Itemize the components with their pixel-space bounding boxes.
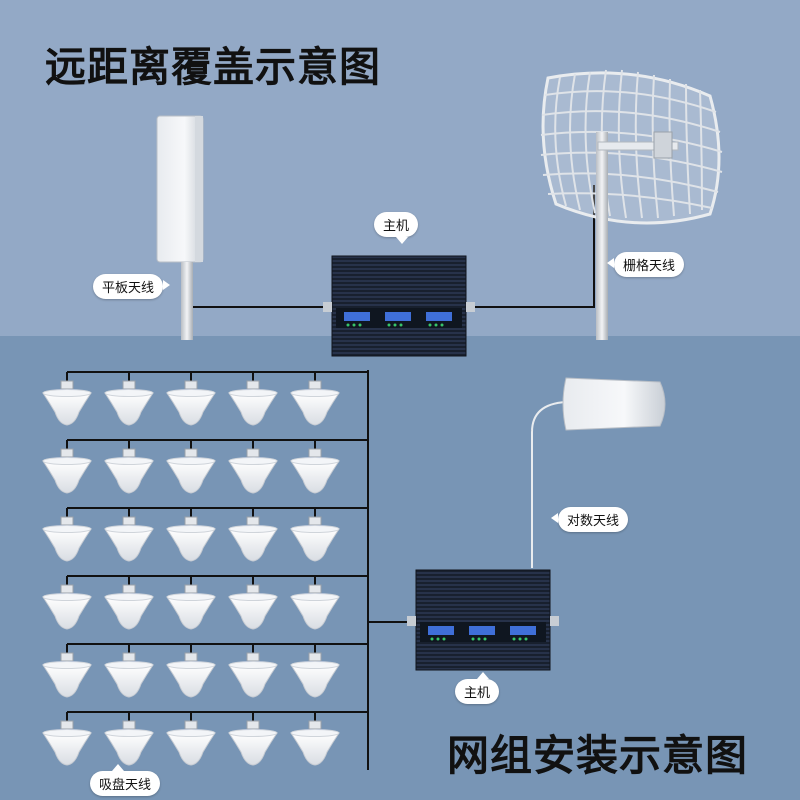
lpda-graphic bbox=[562, 377, 666, 431]
ceiling-antenna bbox=[42, 712, 92, 766]
ceiling-antenna bbox=[228, 372, 278, 426]
ceiling-antenna bbox=[228, 712, 278, 766]
ceiling-antenna bbox=[228, 508, 278, 562]
ceiling-antenna bbox=[290, 508, 340, 562]
title-long-distance-coverage: 远距离覆盖示意图 bbox=[45, 43, 381, 91]
title-network-installation: 网组安装示意图 bbox=[447, 731, 749, 780]
cable-panel-to-host bbox=[186, 262, 334, 308]
host-unit-bottom-graphic bbox=[407, 569, 559, 671]
ceiling-antenna bbox=[228, 644, 278, 698]
label-host-top: 主机 bbox=[374, 212, 419, 244]
ceiling-antenna-array bbox=[42, 371, 368, 766]
ceiling-antenna bbox=[166, 644, 216, 698]
ceiling-antenna bbox=[42, 372, 92, 426]
label-host-bottom: 主机 bbox=[455, 672, 500, 704]
grid-antenna-graphic bbox=[540, 69, 723, 340]
ceiling-antenna bbox=[42, 576, 92, 630]
ceiling-antenna bbox=[228, 440, 278, 494]
ceiling-antenna bbox=[228, 576, 278, 630]
ceiling-antenna bbox=[42, 440, 92, 494]
ceiling-antenna bbox=[166, 440, 216, 494]
ceiling-antenna bbox=[104, 576, 154, 630]
ceiling-antenna bbox=[166, 372, 216, 426]
panel-antenna-graphic bbox=[156, 115, 204, 340]
cable-lpda-whip bbox=[531, 401, 567, 568]
ceiling-antenna bbox=[166, 712, 216, 766]
host-unit-top-graphic bbox=[323, 255, 475, 357]
ceiling-antenna bbox=[166, 576, 216, 630]
ceiling-antenna bbox=[290, 372, 340, 426]
ceiling-antenna bbox=[290, 440, 340, 494]
ceiling-antenna bbox=[104, 644, 154, 698]
ceiling-antenna bbox=[104, 440, 154, 494]
label-grid-antenna: 栅格天线 bbox=[606, 252, 685, 277]
label-panel-antenna: 平板天线 bbox=[93, 274, 171, 299]
ceiling-antenna bbox=[290, 576, 340, 630]
ceiling-antenna bbox=[104, 508, 154, 562]
ceiling-antenna bbox=[104, 712, 154, 766]
ceiling-antenna bbox=[104, 372, 154, 426]
ceiling-antenna bbox=[42, 644, 92, 698]
ceiling-antenna bbox=[290, 644, 340, 698]
label-ceiling-antenna: 吸盘天线 bbox=[90, 764, 161, 796]
cable-host-to-grid bbox=[466, 185, 595, 308]
ceiling-antenna bbox=[42, 508, 92, 562]
ceiling-antenna bbox=[290, 712, 340, 766]
label-log-periodic-antenna: 对数天线 bbox=[550, 507, 629, 532]
ceiling-antenna bbox=[166, 508, 216, 562]
